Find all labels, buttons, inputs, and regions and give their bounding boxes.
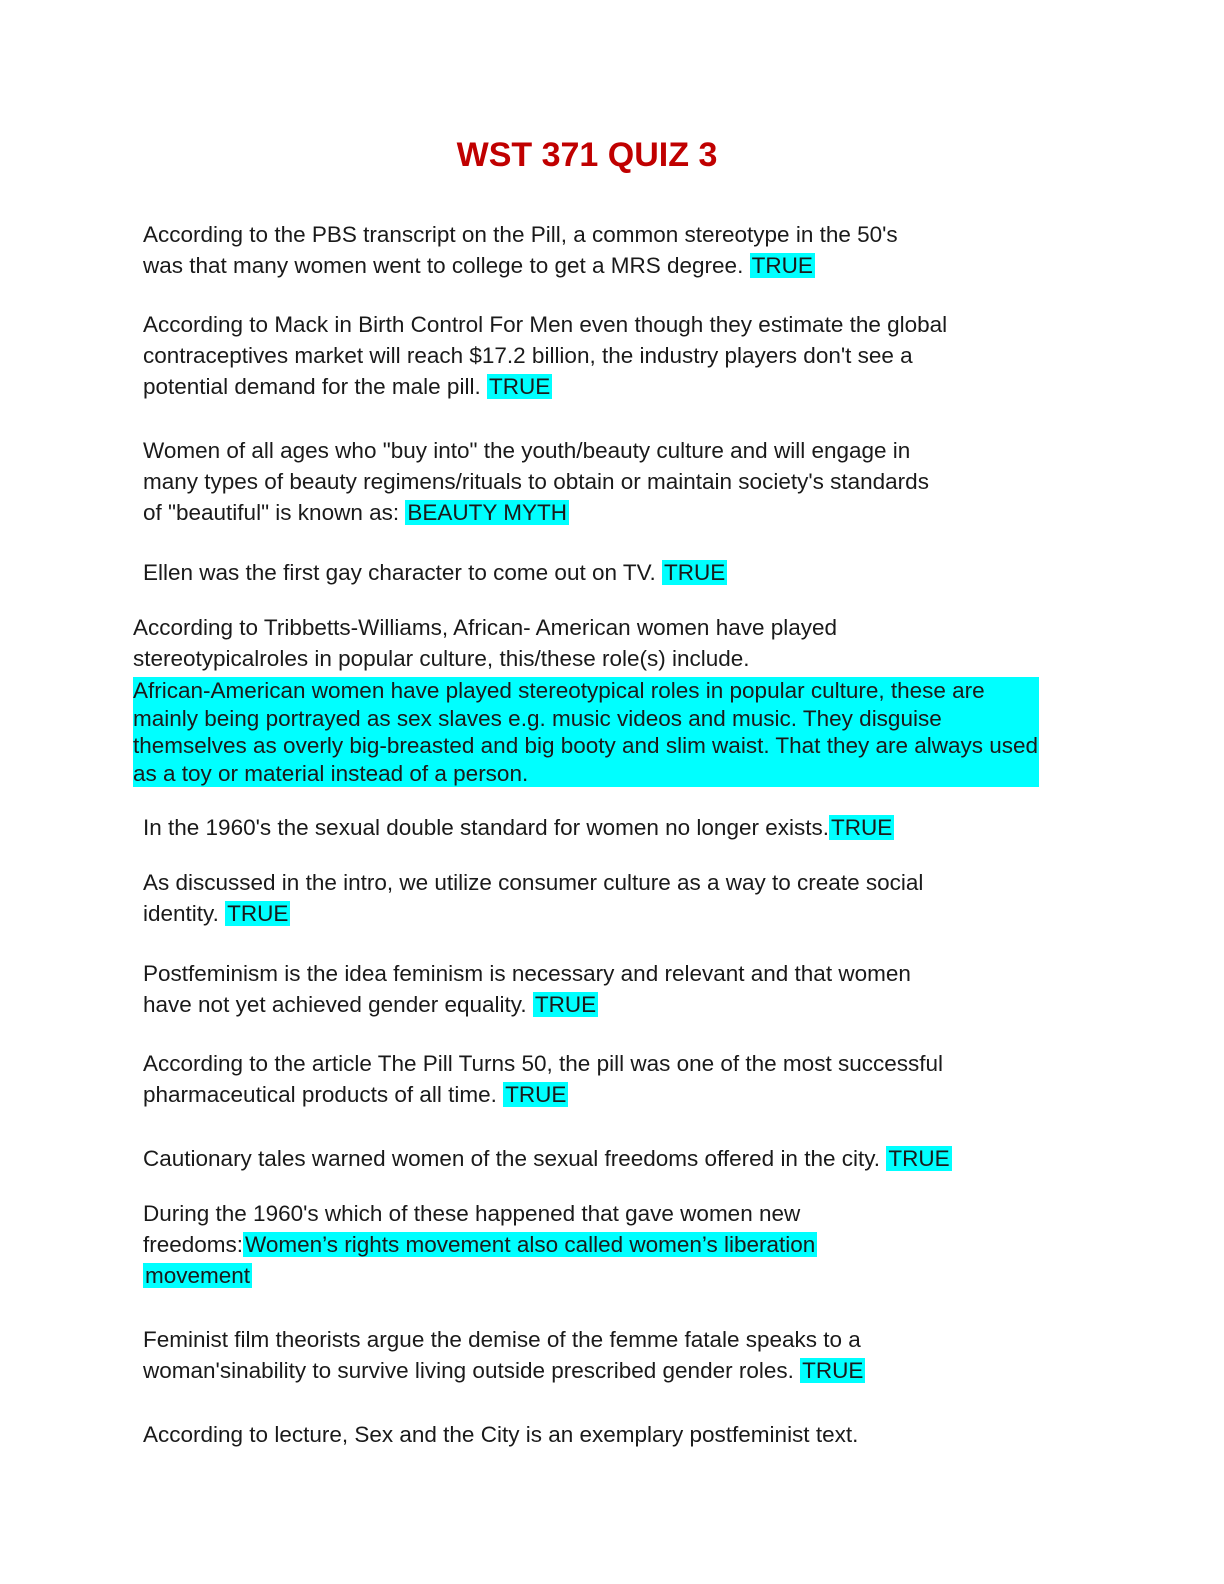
question-text: According to the article The Pill Turns … — [143, 1051, 943, 1076]
question-9: According to the article The Pill Turns … — [143, 1048, 1043, 1110]
answer-highlight: TRUE — [886, 1146, 952, 1171]
question-text: Ellen was the first gay character to com… — [143, 560, 663, 585]
question-8: Postfeminism is the idea feminism is nec… — [143, 958, 1043, 1020]
question-text: stereotypicalroles in popular culture, t… — [133, 646, 750, 671]
question-2: According to Mack in Birth Control For M… — [143, 309, 1043, 402]
question-12: Feminist film theorists argue the demise… — [143, 1324, 1043, 1386]
answer-highlight: TRUE — [749, 253, 815, 278]
question-10: Cautionary tales warned women of the sex… — [143, 1143, 1043, 1174]
question-5: According to Tribbetts-Williams, African… — [133, 612, 1039, 787]
question-text: potential demand for the male pill. — [143, 374, 487, 399]
answer-highlight: Women’s rights movement also called wome… — [243, 1232, 818, 1257]
question-text: According to lecture, Sex and the City i… — [143, 1422, 859, 1447]
question-text: woman'sinability to survive living outsi… — [143, 1358, 801, 1383]
question-text: of "beautiful" is known as: — [143, 500, 406, 525]
question-13: According to lecture, Sex and the City i… — [143, 1419, 1043, 1450]
question-text: According to Tribbetts-Williams, African… — [133, 615, 838, 640]
question-text: many types of beauty regimens/rituals to… — [143, 469, 929, 494]
answer-highlight: TRUE — [828, 815, 895, 840]
answer-highlight: movement — [143, 1263, 253, 1288]
question-4: Ellen was the first gay character to com… — [143, 557, 1043, 588]
question-text: was that many women went to college to g… — [143, 253, 750, 278]
question-text: Cautionary tales warned women of the sex… — [143, 1146, 887, 1171]
answer-highlight-block: African-American women have played stere… — [133, 677, 1039, 787]
question-text: identity. — [143, 901, 226, 926]
answer-highlight: BEAUTY MYTH — [405, 500, 569, 525]
question-11: During the 1960's which of these happene… — [143, 1198, 1043, 1291]
question-text: Women of all ages who "buy into" the you… — [143, 438, 911, 463]
answer-highlight: TRUE — [486, 374, 553, 399]
question-text: freedoms: — [143, 1232, 244, 1257]
question-text: have not yet achieved gender equality. — [143, 992, 533, 1017]
page-title: WST 371 QUIZ 3 — [456, 136, 718, 174]
answer-highlight: TRUE — [800, 1358, 866, 1383]
question-1: According to the PBS transcript on the P… — [143, 219, 1043, 281]
answer-highlight: TRUE — [662, 560, 728, 585]
question-text: According to the PBS transcript on the P… — [143, 222, 898, 247]
answer-highlight: TRUE — [225, 901, 291, 926]
question-3: Women of all ages who "buy into" the you… — [143, 435, 1043, 528]
question-text: Feminist film theorists argue the demise… — [143, 1327, 861, 1352]
question-text: As discussed in the intro, we utilize co… — [143, 870, 924, 895]
question-text: According to Mack in Birth Control For M… — [143, 312, 948, 337]
answer-highlight: TRUE — [503, 1082, 569, 1107]
question-text: In the 1960's the sexual double standard… — [143, 815, 829, 840]
answer-highlight: TRUE — [532, 992, 599, 1017]
question-text: pharmaceutical products of all time. — [143, 1082, 504, 1107]
question-text: Postfeminism is the idea feminism is nec… — [143, 961, 911, 986]
question-6: In the 1960's the sexual double standard… — [143, 812, 1043, 843]
question-text: contraceptives market will reach $17.2 b… — [143, 343, 913, 368]
question-7: As discussed in the intro, we utilize co… — [143, 867, 1043, 929]
question-text: During the 1960's which of these happene… — [143, 1201, 801, 1226]
